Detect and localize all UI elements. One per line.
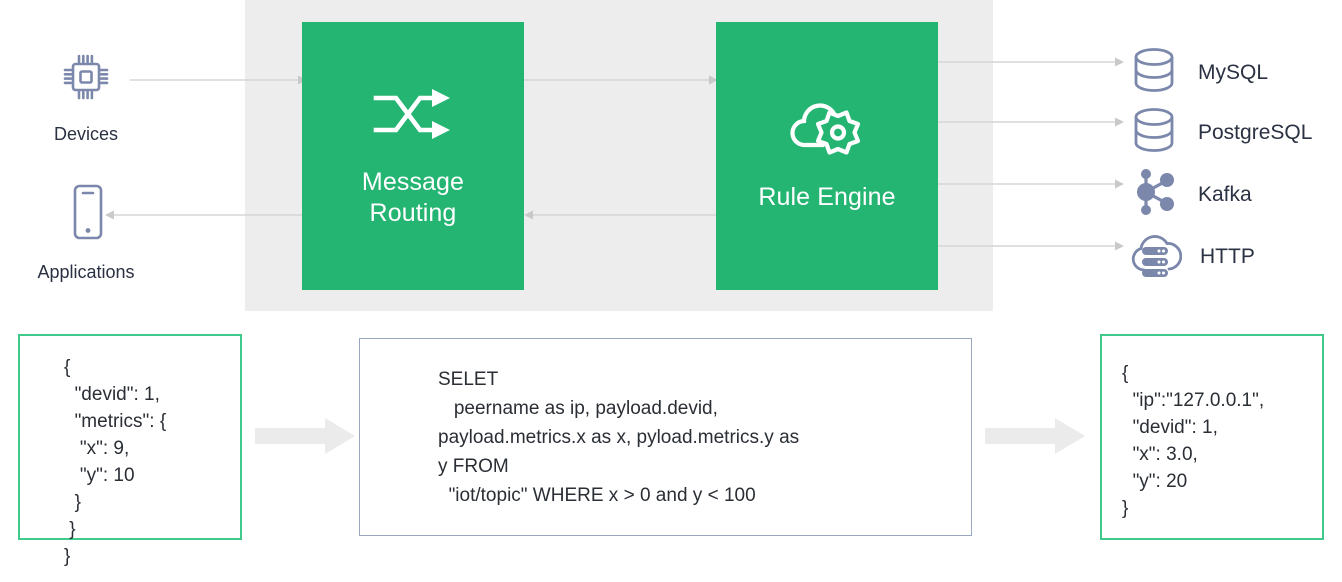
process-label-line-2: Routing	[369, 198, 457, 227]
source-applications[interactable]: Applications	[22, 182, 150, 283]
process-rule-engine[interactable]: Rule Engine	[716, 22, 938, 290]
sql-rule-box[interactable]: SELET peername as ip, payload.devid, pay…	[359, 338, 972, 536]
database-cylinder-icon	[1128, 104, 1180, 161]
destination-http-label: HTTP	[1200, 244, 1255, 268]
destination-kafka[interactable]: Kafka	[1128, 166, 1252, 223]
input-payload-code: { "devid": 1, "metrics": { "x": 9, "y": …	[64, 357, 167, 567]
sql-rule-code: SELET peername as ip, payload.devid, pay…	[438, 369, 800, 506]
process-label-line-1: Message	[361, 167, 465, 196]
input-payload-box[interactable]: { "devid": 1, "metrics": { "x": 9, "y": …	[18, 334, 242, 567]
process-message-routing[interactable]: Message Routing	[302, 22, 524, 290]
source-applications-label: Applications	[37, 262, 135, 282]
process-rule-engine-label: Rule Engine	[758, 182, 895, 213]
output-payload-code: { "ip":"127.0.0.1", "devid": 1, "x": 3.0…	[1122, 363, 1265, 519]
destination-mysql-label: MySQL	[1198, 60, 1269, 84]
output-payload-box[interactable]: { "ip":"127.0.0.1", "devid": 1, "x": 3.0…	[1100, 334, 1324, 540]
process-rule-label-line-1: Rule Engine	[758, 183, 896, 211]
source-devices-label: Devices	[53, 124, 119, 144]
cloud-gear-icon	[788, 99, 866, 166]
source-devices[interactable]: Devices	[22, 48, 150, 145]
destination-kafka-label: Kafka	[1198, 182, 1252, 206]
process-message-routing-label: Message Routing	[362, 167, 464, 229]
arrow-input-to-sql	[255, 418, 355, 454]
chip-icon	[57, 48, 115, 111]
destination-http[interactable]: HTTP	[1128, 228, 1255, 285]
cloud-server-icon	[1128, 228, 1183, 285]
node-graph-icon	[1128, 166, 1180, 223]
shuffle-arrows-icon	[370, 84, 456, 151]
destination-mysql[interactable]: MySQL	[1128, 44, 1268, 101]
database-cylinder-icon	[1128, 44, 1180, 101]
destination-postgresql-label: PostgreSQL	[1198, 120, 1313, 144]
smartphone-icon	[62, 182, 110, 249]
destination-postgresql[interactable]: PostgreSQL	[1128, 104, 1312, 161]
arrow-sql-to-output	[985, 418, 1085, 454]
